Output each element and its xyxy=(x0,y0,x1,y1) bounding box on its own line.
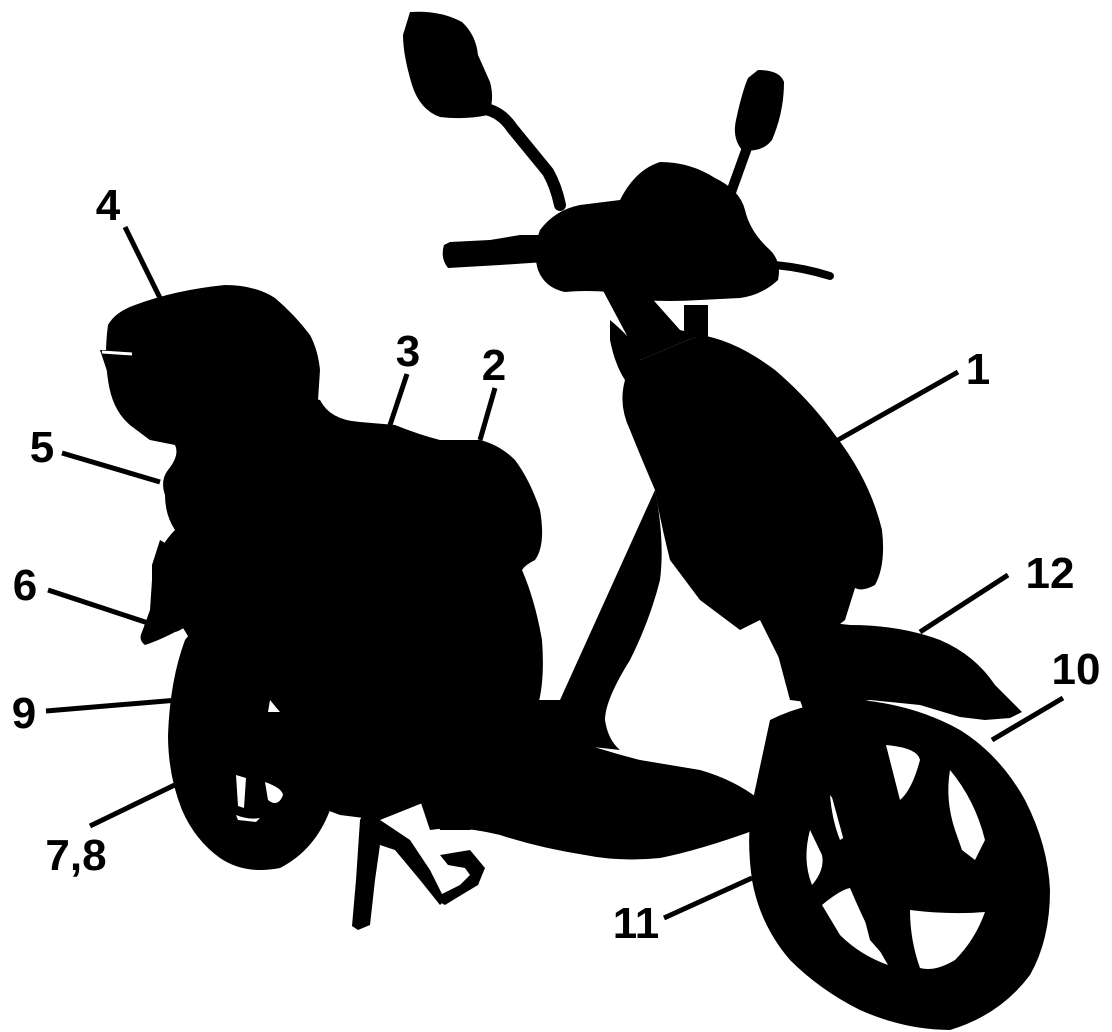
callout-label-3: 3 xyxy=(396,327,420,376)
scooter-silhouette xyxy=(100,12,1050,1030)
callout-label-6: 6 xyxy=(13,561,37,610)
leader-line-6 xyxy=(48,590,148,623)
callout-label-4: 4 xyxy=(96,181,121,230)
top-box-lid-edge xyxy=(102,352,132,354)
leader-line-1 xyxy=(838,372,958,440)
callout-label-12: 12 xyxy=(1026,549,1075,598)
callout-label-7-8: 7,8 xyxy=(45,831,106,880)
right-mirror xyxy=(735,70,784,151)
right-brake-lever xyxy=(775,265,830,276)
leader-line-7-8 xyxy=(90,780,185,826)
right-mirror-stem xyxy=(730,145,748,195)
leader-line-12 xyxy=(920,575,1008,632)
leader-line-5 xyxy=(62,453,160,482)
handlebar-headset xyxy=(535,162,779,301)
leader-line-4 xyxy=(125,227,160,298)
callout-label-10: 10 xyxy=(1052,645,1101,694)
callout-label-5: 5 xyxy=(30,423,54,472)
leader-line-9 xyxy=(46,700,178,711)
kickstand-foot xyxy=(438,850,485,905)
callout-label-2: 2 xyxy=(482,341,506,390)
callout-label-9: 9 xyxy=(12,689,36,738)
callout-label-1: 1 xyxy=(966,345,990,394)
leader-line-11 xyxy=(664,878,752,918)
left-mirror-stem xyxy=(480,108,560,205)
callout-label-11: 11 xyxy=(613,899,660,948)
leader-line-3 xyxy=(390,374,407,425)
steering-bracket xyxy=(684,305,708,337)
top-box xyxy=(106,285,320,440)
leader-line-2 xyxy=(480,388,495,440)
